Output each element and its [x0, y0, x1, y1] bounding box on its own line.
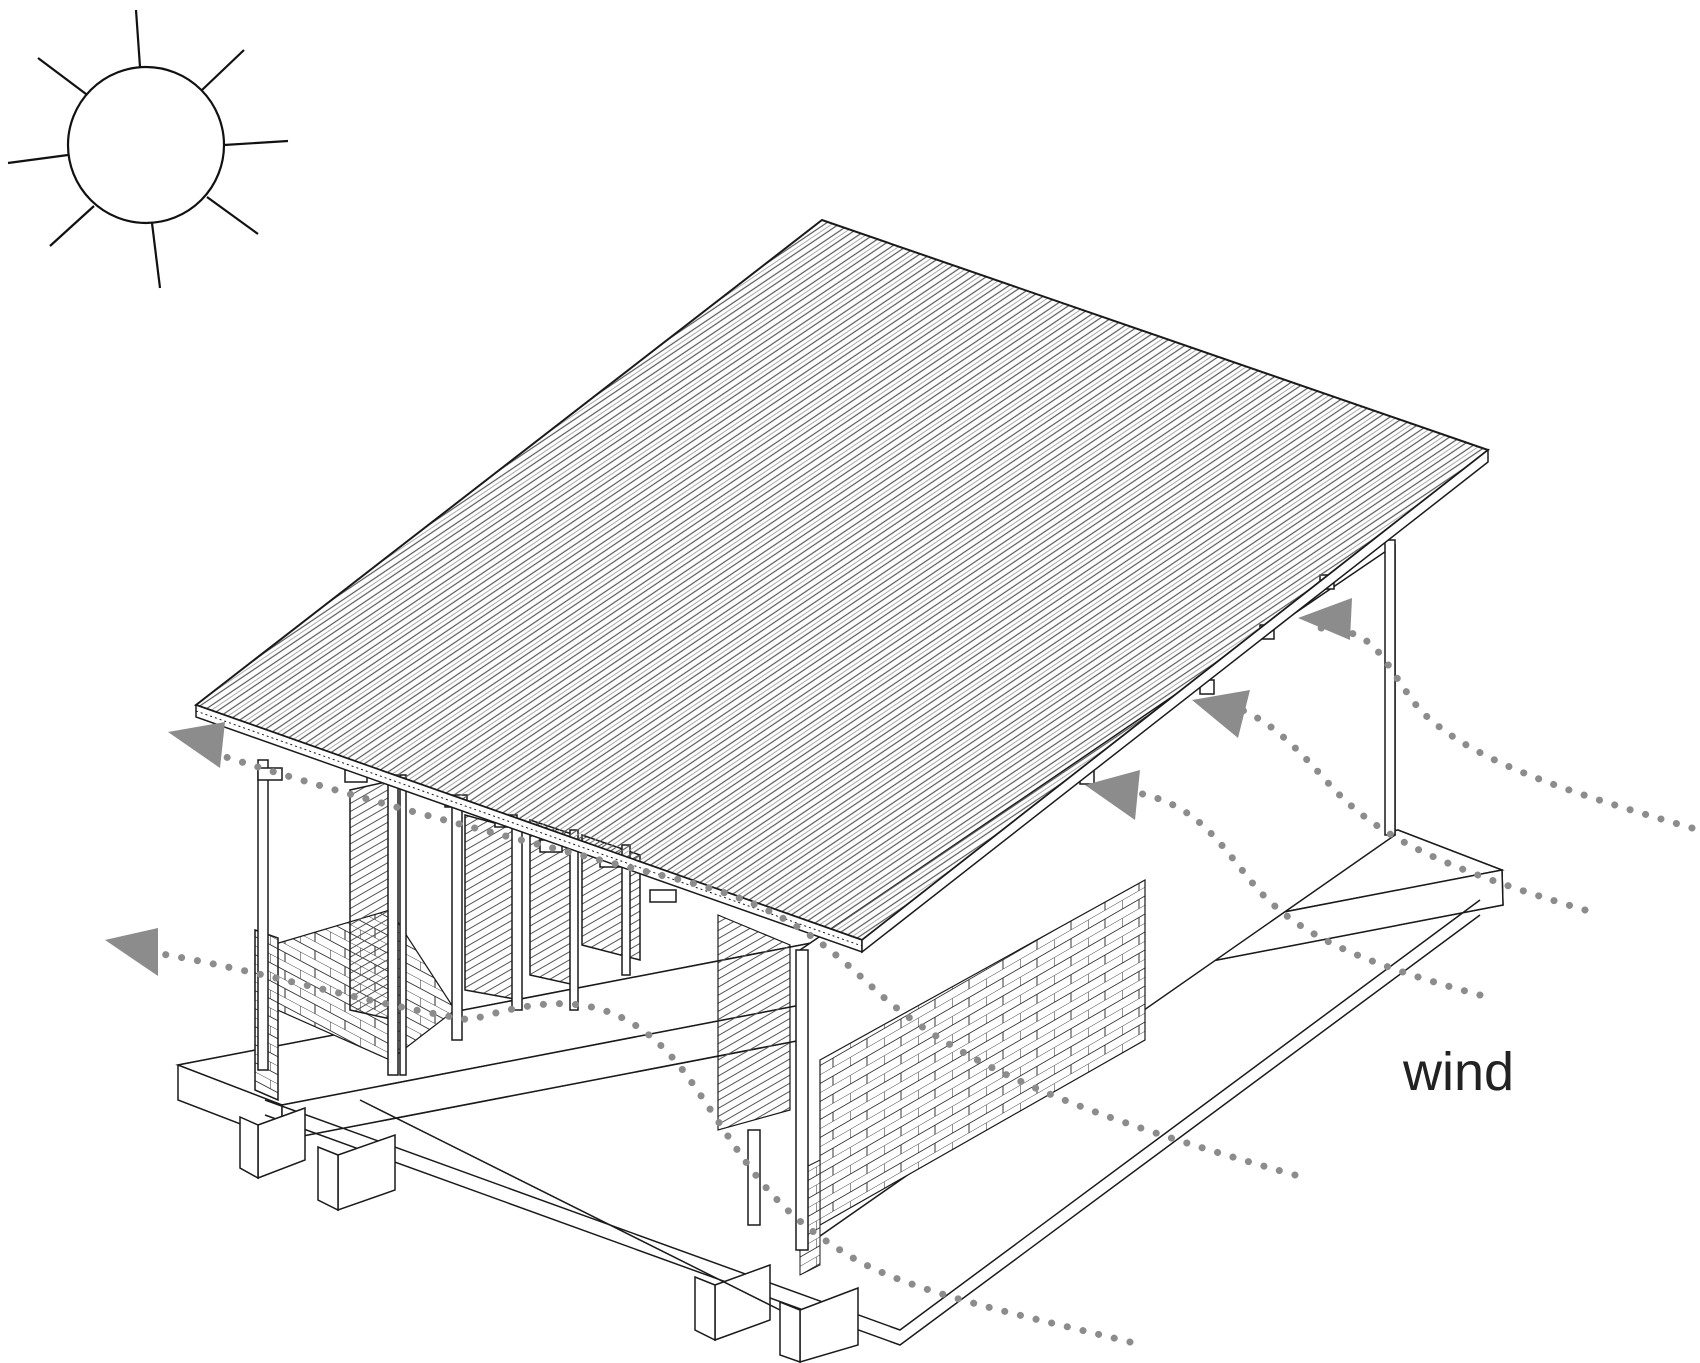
wind-path-2: [1211, 698, 1589, 914]
wind-label: wind: [1402, 1042, 1514, 1102]
rear-shutters: [349, 779, 641, 1021]
wind-path-1: [1316, 624, 1696, 832]
columns: [257, 539, 1396, 1251]
arrowhead-5: [105, 928, 158, 976]
arrowhead-2: [1192, 690, 1250, 738]
corrugated-roof: [193, 218, 1491, 954]
foundation-footings: [239, 1099, 859, 1363]
wind-flow: [146, 624, 1696, 1346]
pavilion-building: [175, 218, 1505, 1363]
wind-path-4: [206, 748, 1299, 1179]
louvre-panel-front: [717, 914, 791, 1131]
wind-path-3: [1118, 786, 1484, 999]
wind-arrowheads: [105, 598, 1352, 976]
arrowhead-4: [168, 722, 225, 768]
arrowhead-1: [1298, 598, 1352, 640]
wind-path-5: [146, 948, 1134, 1346]
sun-icon: [7, 9, 289, 289]
arrowhead-3: [1085, 770, 1140, 820]
